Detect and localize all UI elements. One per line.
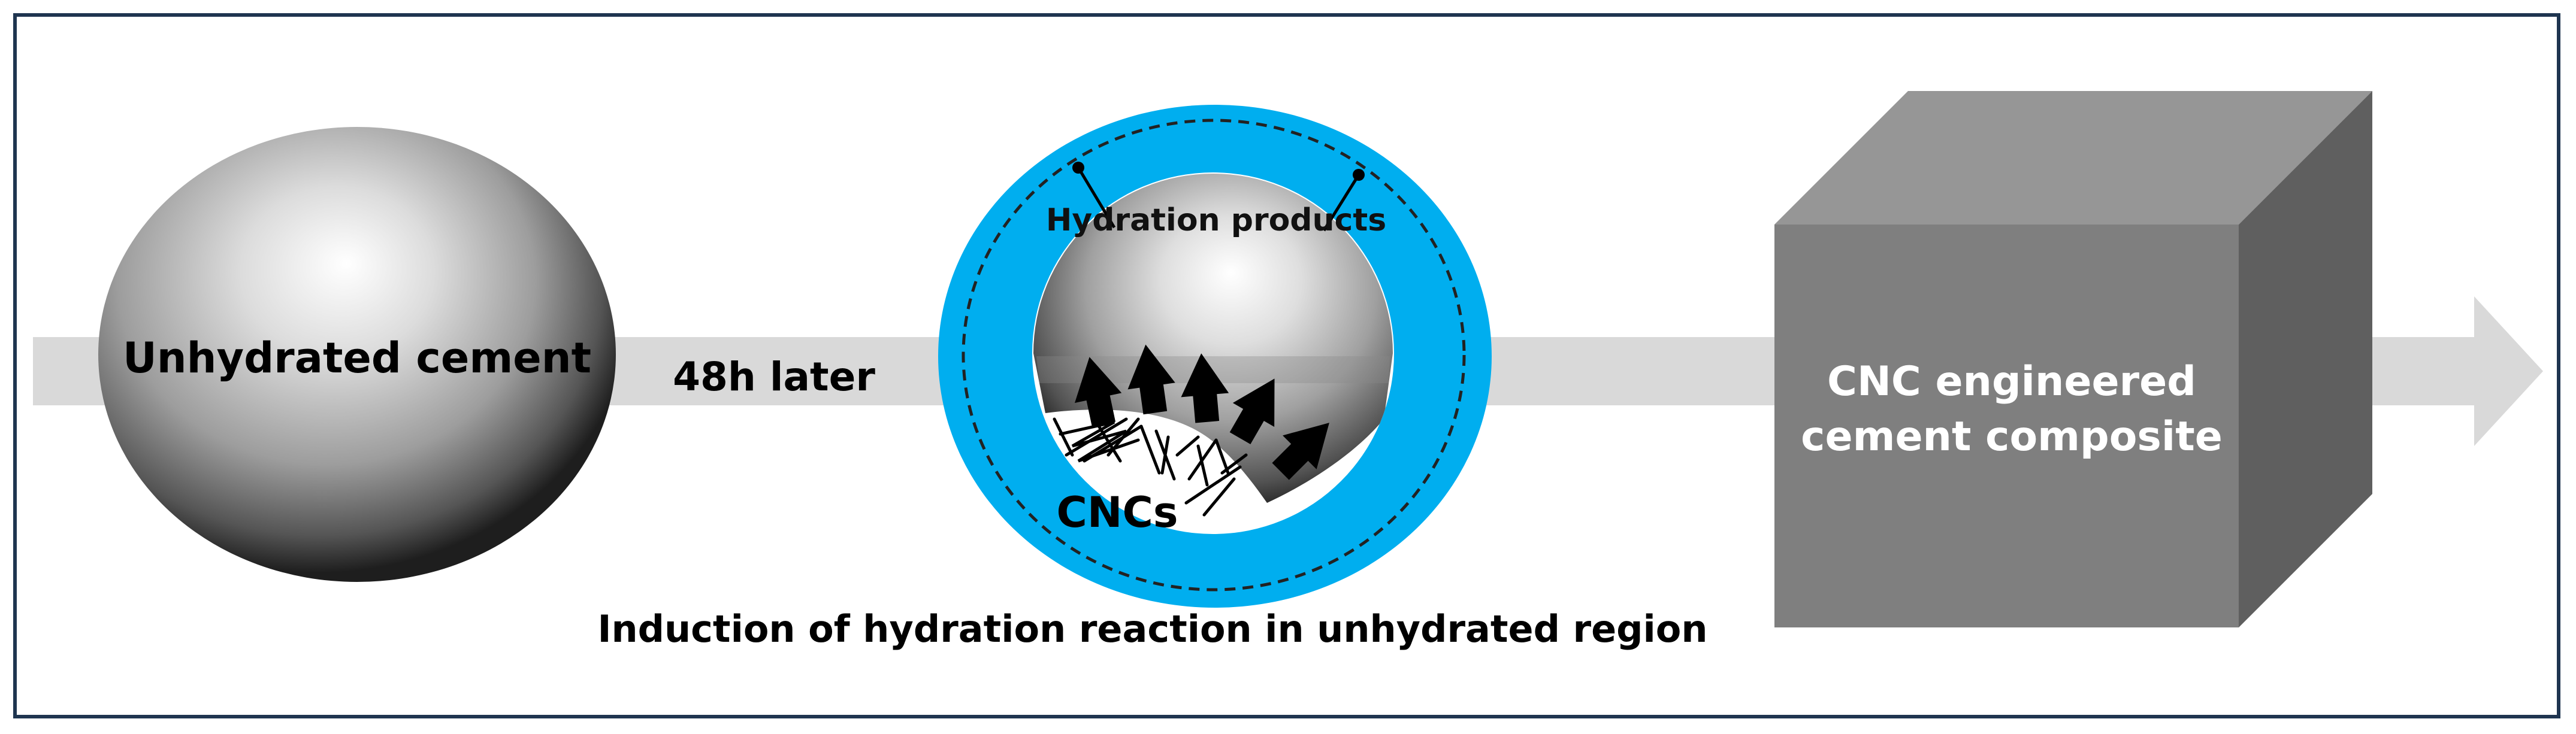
leader-dot-right [1353,169,1365,181]
caption-label: Induction of hydration reaction in unhyd… [597,607,1707,651]
unhydrated-cement-label: Unhydrated cement [123,333,591,383]
dashed-boundary [962,119,1466,592]
block-arrow-up-icon [1074,344,1329,480]
composite-label-line2: cement composite [1801,413,2223,460]
leader-dot-left [1072,162,1084,174]
cube-side-face [2239,91,2372,627]
hydration-products-label: Hydration products [1046,202,1386,238]
hydration-particle: Hydration products CNCs [938,105,1492,608]
leader-line-left [1077,166,1116,229]
cncs-label: CNCs [1057,488,1178,537]
cube-front-face [1774,225,2239,627]
time-label: 48h later [673,354,875,400]
inner-core-sphere [1033,174,1393,503]
cube-top-face [1774,91,2372,225]
cnc-fibers-icon [1053,417,1248,517]
composite-cube: CNC engineered cement composite [1774,91,2372,627]
leader-line-right [1322,174,1360,232]
unhydrated-cement-sphere [98,127,616,582]
composite-label-line1: CNC engineered [1827,358,2196,405]
